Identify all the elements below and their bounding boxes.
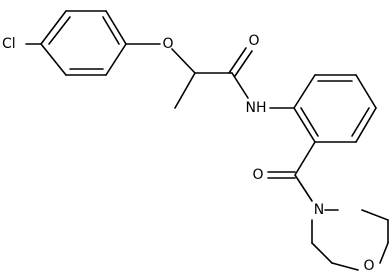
amide-nh-label: NH (246, 100, 267, 116)
bond (294, 174, 313, 202)
bond (379, 242, 389, 264)
bond (355, 107, 377, 143)
bond (105, 43, 127, 76)
bond (234, 50, 253, 77)
morpholine-ring (311, 209, 389, 271)
bond (311, 242, 333, 264)
bond (355, 74, 377, 109)
bond (331, 262, 359, 271)
morpholine-nitrogen-label: N (314, 202, 324, 218)
bond (293, 107, 316, 143)
ether-oxygen-label: O (162, 36, 173, 52)
bond (105, 10, 127, 45)
bond (300, 107, 319, 137)
chlorophenyl-ring (40, 10, 127, 76)
bond (174, 72, 196, 109)
chlorine-label: Cl (2, 36, 16, 52)
bond (294, 141, 316, 176)
bond (40, 10, 67, 45)
bond (40, 43, 67, 76)
bond (293, 74, 316, 109)
morpholine-oxygen-label: O (363, 258, 374, 274)
bond (102, 16, 120, 45)
benzene-ring (293, 74, 377, 143)
ketone-oxygen-label: O (252, 167, 263, 183)
bond (351, 107, 370, 137)
bond (228, 47, 247, 74)
bond (231, 72, 249, 99)
amide-oxygen-label: O (248, 33, 259, 49)
bond (171, 48, 196, 74)
bond (361, 209, 389, 221)
bond (48, 16, 71, 45)
